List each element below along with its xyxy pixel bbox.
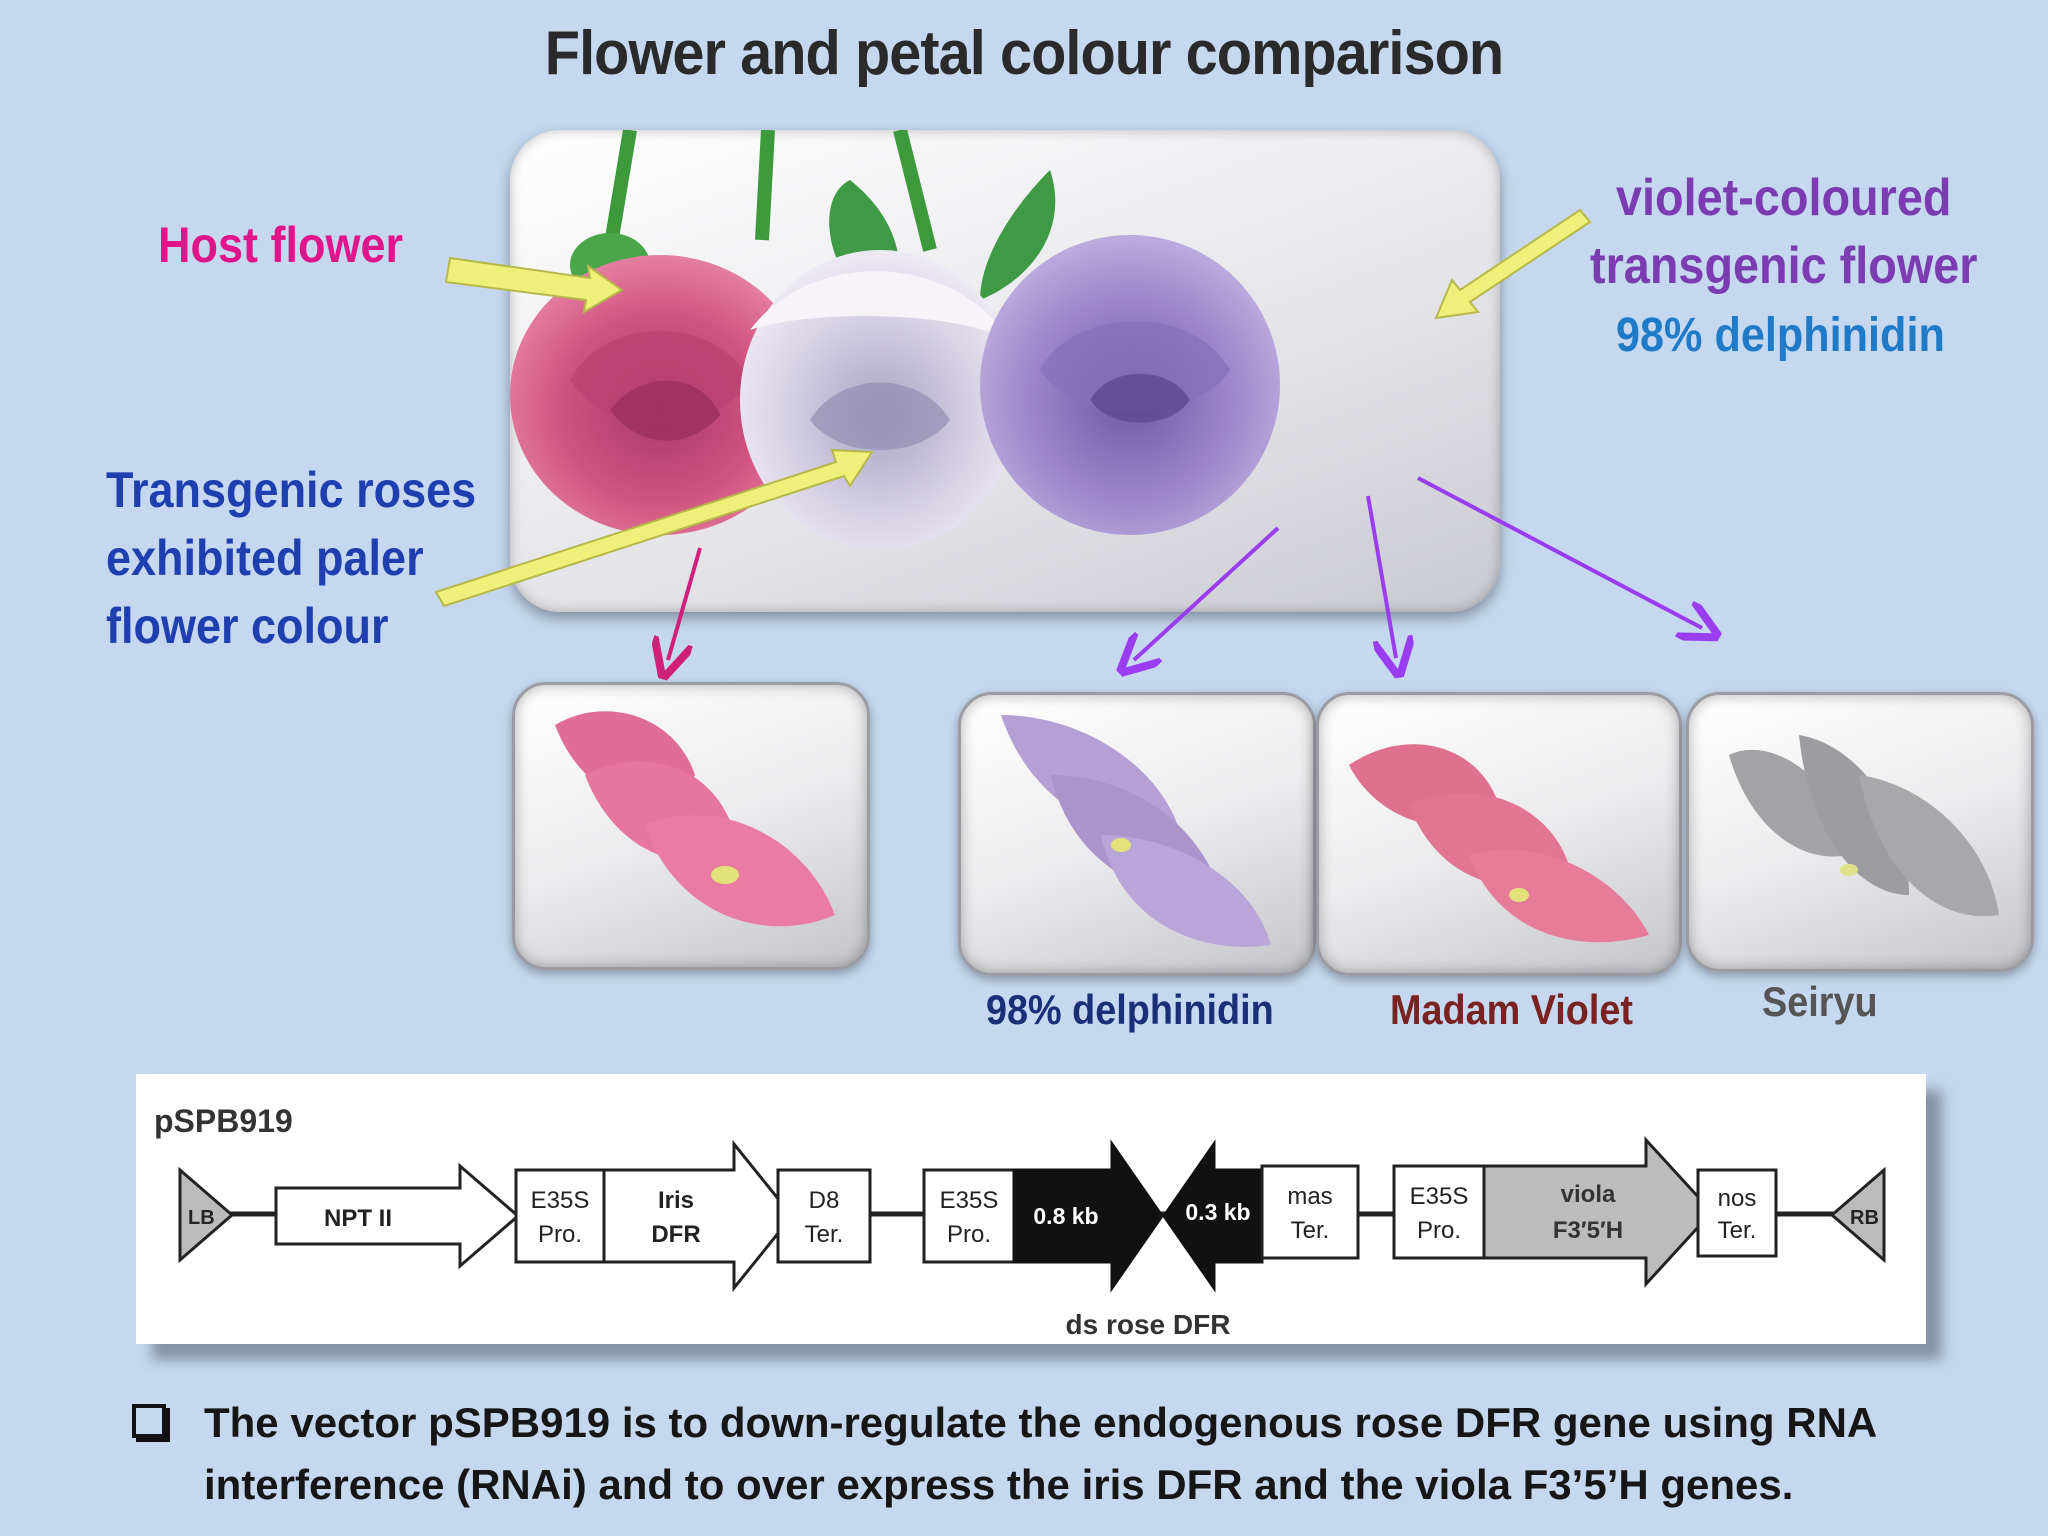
violet-label-line1: violet-coloured	[1616, 169, 1952, 227]
e35s-3-line1: E35S	[1410, 1183, 1469, 1210]
kb03-label: 0.3 kb	[1185, 1199, 1250, 1225]
delphinidin-caption: 98% delphinidin	[986, 986, 1274, 1033]
ds-rose-dfr-antisense	[1162, 1139, 1264, 1293]
violet-yellow-arrow	[1434, 208, 1592, 320]
vector-diagram: pSPB919 LB NPT II E35S Pro. Iris DFR D8 …	[136, 1074, 1926, 1344]
checkbox-bullet-icon	[132, 1404, 166, 1438]
petal-panel-seiryu	[1686, 692, 2034, 972]
delphinidin-petals	[1001, 715, 1271, 947]
e35s-2-line1: E35S	[940, 1187, 999, 1214]
viola-line2: F3′5′H	[1553, 1217, 1623, 1244]
delphinidin-top-label: 98% delphinidin	[1616, 309, 1945, 362]
e35s-1-line1: E35S	[531, 1187, 590, 1214]
madam-violet-caption: Madam Violet	[1390, 986, 1633, 1033]
transgenic-roses-label: Transgenic roses exhibited paler flower …	[106, 456, 476, 660]
e35s-3-line2: Pro.	[1417, 1217, 1461, 1244]
transgenic-yellow-arrow	[434, 448, 874, 608]
mas-line1: mas	[1287, 1183, 1332, 1210]
pink-arrow	[668, 547, 702, 660]
d8-line2: Ter.	[805, 1221, 844, 1248]
lb-label: LB	[188, 1207, 215, 1229]
lb-border	[178, 1166, 235, 1264]
seiryu-caption: Seiryu	[1762, 978, 1878, 1025]
violet-arrow-3	[1417, 476, 1702, 628]
d8-line1: D8	[809, 1187, 840, 1214]
ds-rose-dfr-label: ds rose DFR	[1066, 1309, 1231, 1340]
vector-name: pSPB919	[154, 1103, 293, 1139]
transgenic-label-line1: Transgenic roses	[106, 462, 477, 518]
host-yellow-arrow	[444, 256, 624, 314]
npt-gene	[274, 1162, 521, 1270]
e35s-2-line2: Pro.	[947, 1221, 991, 1248]
transgenic-label-line3: flower colour	[106, 598, 389, 654]
host-petals	[555, 711, 835, 927]
bullet-line1: The vector pSPB919 is to down-regulate t…	[204, 1399, 1878, 1446]
nos-line2: Ter.	[1718, 1217, 1757, 1244]
violet-arrow-2	[1366, 495, 1396, 658]
madam-violet-petals	[1349, 744, 1649, 943]
host-flower-label: Host flower	[158, 217, 404, 273]
viola-f35h-gene	[1482, 1136, 1715, 1288]
vector-map: pSPB919 LB NPT II E35S Pro. Iris DFR D8 …	[154, 1103, 1886, 1340]
slide-title: Flower and petal colour comparison	[544, 19, 1504, 88]
violet-transgenic-label: violet-coloured transgenic flower	[1590, 164, 1978, 300]
ds-rose-dfr-sense	[1012, 1139, 1164, 1293]
e35s-promoter-3	[1392, 1164, 1486, 1260]
bullet-line2: interference (RNAi) and to over express …	[204, 1461, 1794, 1508]
kb08-label: 0.8 kb	[1033, 1203, 1098, 1229]
rb-label: RB	[1850, 1207, 1879, 1229]
rb-border	[1829, 1166, 1886, 1264]
e35s-promoter-2	[922, 1168, 1016, 1264]
e35s-promoter-1	[514, 1168, 606, 1264]
d8-terminator	[776, 1168, 872, 1264]
mas-terminator	[1260, 1164, 1360, 1260]
violet-label-line2: transgenic flower	[1590, 237, 1978, 295]
npt-label: NPT II	[324, 1205, 392, 1232]
mas-line2: Ter.	[1291, 1217, 1330, 1244]
iris-line2: DFR	[651, 1221, 700, 1248]
iris-dfr-gene	[602, 1139, 794, 1293]
transgenic-label-line2: exhibited paler	[106, 530, 424, 586]
nos-terminator	[1696, 1168, 1778, 1258]
viola-line1: viola	[1561, 1181, 1616, 1208]
petal-panel-madam-violet	[1316, 692, 1682, 976]
petal-panel-delphinidin	[958, 692, 1316, 976]
nos-line1: nos	[1718, 1185, 1757, 1212]
iris-line1: Iris	[658, 1187, 694, 1214]
e35s-1-line2: Pro.	[538, 1221, 582, 1248]
violet-arrow-1	[1134, 526, 1280, 660]
bullet-text: The vector pSPB919 is to down-regulate t…	[204, 1392, 2024, 1516]
seiryu-petals	[1729, 735, 1999, 917]
